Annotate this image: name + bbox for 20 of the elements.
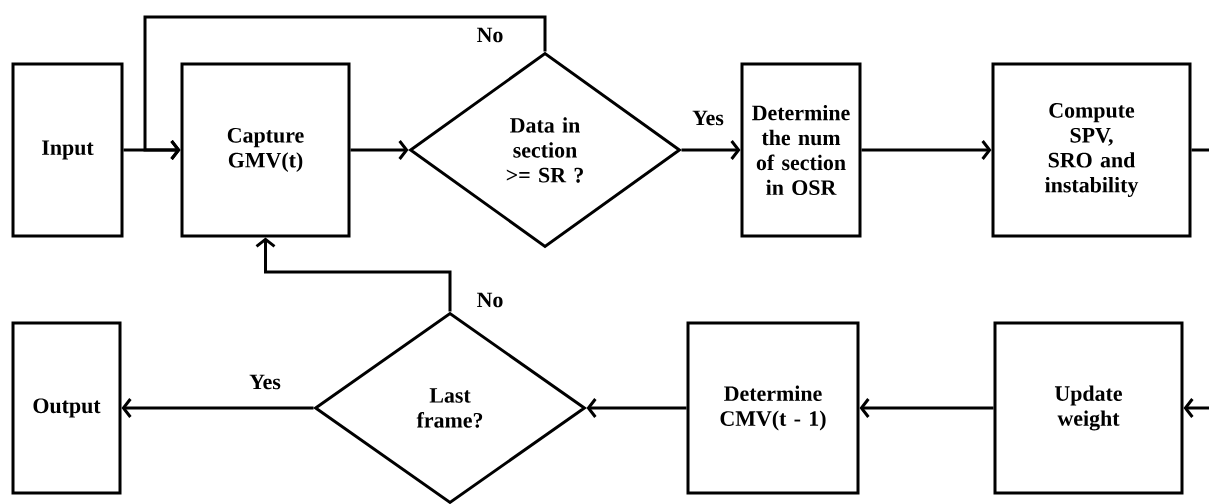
- arrow: [861, 140, 992, 160]
- arrow: [255, 237, 452, 312]
- arrow: [143, 15, 547, 160]
- arrow: [350, 140, 409, 160]
- arrow: [1183, 398, 1209, 418]
- arrow: [121, 398, 314, 418]
- process-box: Output: [11, 321, 122, 495]
- edge-label: Yes: [691, 109, 725, 127]
- edge-label: Yes: [248, 373, 282, 391]
- arrow: [681, 140, 741, 160]
- arrow: [586, 398, 687, 418]
- edge-label: No: [475, 26, 505, 44]
- process-box: Determine the num of section in OSR: [740, 62, 862, 238]
- process-box: Input: [11, 62, 124, 238]
- edge-label: No: [475, 291, 505, 309]
- process-box: Determine CMV(t - 1): [686, 321, 860, 495]
- process-box: Update weight: [993, 321, 1184, 495]
- arrow: [859, 398, 994, 418]
- process-box: Capture GMV(t): [180, 62, 351, 238]
- process-box: Compute SPV, SRO and instability: [991, 62, 1192, 238]
